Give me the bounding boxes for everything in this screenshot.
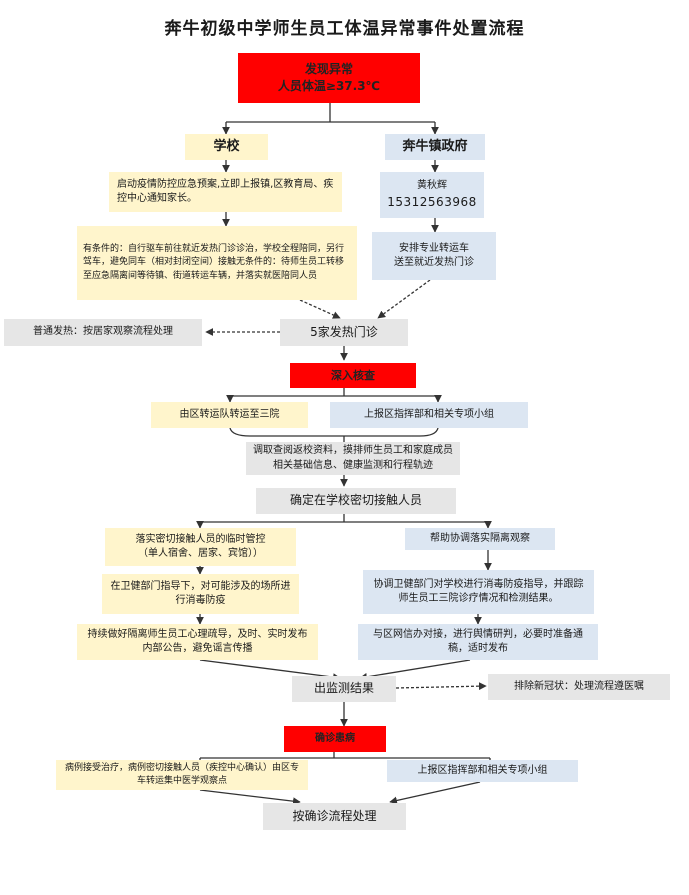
arrow: [199, 789, 301, 806]
discover-anomaly-box: 发现异常 人员体温≥37.3℃: [238, 53, 420, 103]
district-transfer-box: 由区转运队转运至三院: [151, 402, 308, 428]
final-process-box: 按确诊流程处理: [263, 803, 406, 830]
discover-label: 发现异常: [304, 61, 353, 76]
liaise-network-box: 与区网信办对接，进行舆情研判，必要时准备通稿，适时发布: [358, 624, 598, 660]
report-command-box: 上报区指挥部和相关专项小组: [330, 402, 528, 428]
investigate-box: 调取查阅返校资料，摸排师生员工和家庭成员 相关基础信息、健康监测和行程轨迹: [246, 442, 460, 475]
ordinary-fever-box: 普通发热：按居家观察流程处理: [4, 319, 202, 346]
exclude-box: 排除新冠状：处理流程遵医嘱: [488, 674, 670, 700]
monitor-result-box: 出监测结果: [292, 676, 396, 702]
deep-check-box: 深入核查: [290, 363, 416, 388]
government-box: 奔牛镇政府: [385, 134, 485, 160]
coordinate-health-box: 协调卫健部门对学校进行消毒防疫指导，并跟踪师生员工三院诊疗情况和检测结果。: [363, 570, 594, 614]
arrow: [199, 659, 341, 681]
patient-treatment-box: 病例接受治疗，病例密切接触人员（疾控中心确认）由区专车转运集中医学观察点: [56, 760, 308, 790]
arrow: [389, 781, 481, 805]
disinfect-box: 在卫健部门指导下，对可能涉及的场所进行消毒防疫: [102, 574, 299, 614]
arrow: [395, 682, 487, 691]
fever-clinic-box: 5家发热门诊: [280, 319, 408, 346]
temp-control-box: 落实密切接触人员的临时管控 （单人宿舍、居家、宾馆））: [105, 528, 296, 566]
discover-temperature-label: 人员体温≥37.3℃: [277, 79, 381, 93]
gov-contact-name: 黄秋辉: [417, 180, 447, 192]
page-title: 奔牛初级中学师生员工体温异常事件处置流程: [164, 19, 525, 39]
connector-line: [229, 427, 439, 437]
confirmed-box: 确诊患病: [284, 726, 386, 752]
arrow: [377, 279, 431, 319]
psych-support-box: 持续做好隔离师生员工心理疏导，及时、实时发布内部公告，避免谣言传播: [77, 624, 318, 660]
assist-isolation-box: 帮助协调落实隔离观察: [405, 528, 555, 550]
gov-contact-phone: 15312563968: [387, 194, 477, 209]
gov-contact-box: 黄秋辉 15312563968: [380, 172, 484, 218]
arrow: [299, 299, 341, 319]
arrow: [359, 659, 471, 681]
school-step2-box: 有条件的：自行驱车前往就近发热门诊诊治，学校全程陪同，另行驾车，避免同车（相对封…: [77, 226, 357, 300]
gov-step2-box: 安排专业转运车 送至就近发热门诊: [372, 232, 496, 280]
school-step1-box: 启动疫情防控应急预案,立即上报镇,区教育局、疾控中心通知家长。: [109, 172, 342, 212]
report-command2-box: 上报区指挥部和相关专项小组: [387, 760, 578, 782]
school-box: 学校: [185, 134, 268, 160]
confirm-contacts-box: 确定在学校密切接触人员: [256, 488, 456, 514]
